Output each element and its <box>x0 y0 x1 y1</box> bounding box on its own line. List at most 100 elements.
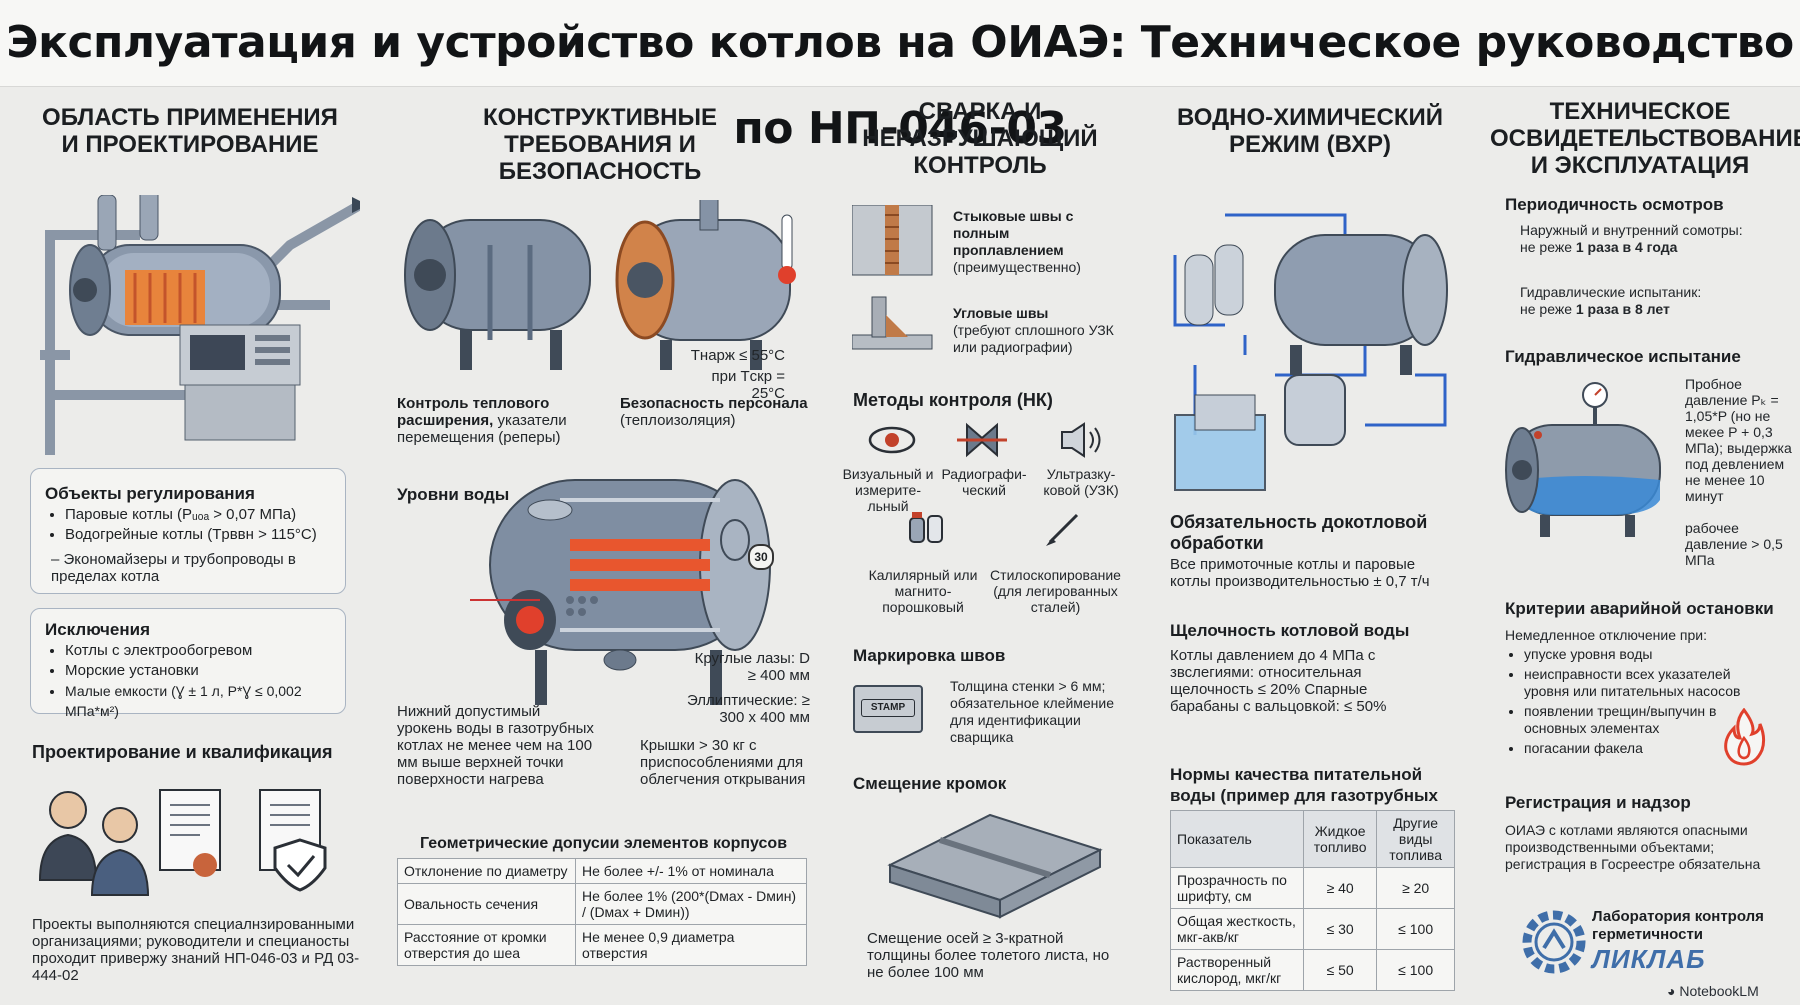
hydrotest-boiler-illustration <box>1505 382 1661 537</box>
periodicity-ext-value: 1 раза в 4 года <box>1575 239 1678 255</box>
personnel-text: (теплоизоляция) <box>620 412 736 429</box>
water-treatment-illustration <box>1173 213 1448 491</box>
regulated-list: Паровые котлы (Pᵤₒₐ > 0,07 МПа) Водогрей… <box>51 505 355 545</box>
alkalinity-text: Котлы давлением до 4 МПа с звслегиями: о… <box>1170 647 1387 715</box>
method-label: Ультразку-ковой (УЗК) <box>1043 466 1119 498</box>
styloscopy-icon <box>1046 513 1079 546</box>
visual-inspection-icon <box>868 426 916 454</box>
expansion-bold: Контроль теплового расширения, <box>397 395 550 429</box>
offset-text: Смещение осей ≥ 3-кратной толщины более … <box>867 930 1110 981</box>
engineers-documents-illustration <box>38 789 327 896</box>
pretreatment-title: Обязательность докотловой обработки <box>1170 512 1428 553</box>
notebooklm-brand: ◕ NotebookLM <box>1667 983 1759 999</box>
periodicity-hyd-pre: не реже <box>1520 301 1576 317</box>
col1-heading: ОБЛАСТЬ ПРИМЕНЕНИЯ И ПРОЕКТИРОВАНИЕ <box>42 104 338 158</box>
notebooklm-label: NotebookLM <box>1679 983 1759 999</box>
design-text: Проекты выполняются специалнзированными … <box>32 916 360 984</box>
personnel-bold: Безопасность персонала <box>620 395 808 412</box>
exclusions-card: Исключения Котлы с электрообогревом Морс… <box>30 608 346 719</box>
page-title: Эксплуатация и устройство котлов на ОИАЭ… <box>6 17 1794 154</box>
stamp-label: STAMP <box>861 699 915 717</box>
col4-heading: ВОДНО-ХИМИЧЕСКИЙ РЕЖИМ (ВХР) <box>1176 104 1444 158</box>
hydro-title: Гидравлическое испытание <box>1505 347 1741 366</box>
emergency-title: Критерии аварийной остановки <box>1505 599 1774 618</box>
capillary-icon <box>909 512 943 543</box>
marking-title: Маркировка швов <box>853 646 1006 665</box>
emergency-item: неисправности всех указателей уровня или… <box>1524 666 1759 700</box>
firetube-boiler-cutaway-illustration <box>470 479 771 705</box>
periodicity-hyd-value: 1 раза в 8 лет <box>1575 301 1670 317</box>
regulated-objects-card: Объекты регулирования Паровые котлы (Pᵤₒ… <box>30 468 346 594</box>
table-cell: Овальность сечения <box>397 883 576 925</box>
pretreatment-text: Все примоточные котлы и паровые котлы пр… <box>1170 556 1430 590</box>
butt-bold: Стыковые швы с полным проплавлением <box>953 208 1074 258</box>
table-cell: Отклонение по диаметру <box>397 858 576 884</box>
emergency-intro: Немедленное отключение при: <box>1505 627 1707 643</box>
emergency-item: погасании факела <box>1524 740 1759 757</box>
table-row: Растворенный кислород, мкг/кг≤ 50≤ 100 <box>1170 949 1455 991</box>
regulated-item: Паровые котлы (Pᵤₒₐ > 0,07 МПа) <box>65 505 355 525</box>
col5-heading: ТЕХНИЧЕСКОЕ ОСВИДЕТЕЛЬСТВОВАНИЕ И ЭКСПЛУ… <box>1490 98 1800 179</box>
expansion-note: Контроль теплового расширения, указатели… <box>397 395 587 446</box>
emergency-item: появлении трещин/выпучин в основных элем… <box>1524 703 1759 737</box>
stamp-icon: STAMP <box>853 685 923 733</box>
weight-badge: 30 <box>748 544 774 570</box>
table-cell: Прозрачность по шрифту, см <box>1170 867 1304 909</box>
covers-text: Крышки > 30 кг с приспособлениями для об… <box>640 737 806 788</box>
table-header-row: Показатель Жидкое топливо Другие виды то… <box>1170 810 1455 868</box>
periodicity-ext-value-row: не реже 1 раза в 4 года <box>1520 239 1790 256</box>
weld-joints-illustration <box>852 205 933 350</box>
registration-title: Регистрация и надзор <box>1505 793 1691 812</box>
periodicity-hyd-value-row: не реже 1 раза в 8 лет <box>1520 301 1790 318</box>
emergency-item: упуске уровня воды <box>1524 646 1759 663</box>
method-label: Калилярный или магнито-порошковый <box>868 567 978 615</box>
feed-water-table: Показатель Жидкое топливо Другие виды то… <box>1170 810 1455 991</box>
butt-weld-note: Стыковые швы с полным проплавлением (пре… <box>953 208 1113 276</box>
butt-text: (преимущественно) <box>953 259 1081 275</box>
notebooklm-icon: ◕ <box>1667 983 1680 999</box>
offset-title: Смещение кромок <box>853 774 1007 793</box>
temp-line2: при Tскр = 25°C <box>711 368 785 402</box>
regulated-title: Объекты регулирования <box>45 484 255 503</box>
temp-line1: Tнарж ≤ 55°C <box>690 347 785 364</box>
table-cell: ≥ 40 <box>1302 867 1378 909</box>
personnel-note: Безопасность персонала (теплоизоляция) <box>620 395 810 429</box>
exclusions-list: Котлы с электрообогревом Морские установ… <box>51 641 359 721</box>
fillet-weld-note: Угловые швы (требуют сплошного УЗК или р… <box>953 305 1123 356</box>
method-label: Визуальный и измерите-льный <box>842 466 934 514</box>
lab-line1: Лаборатория контроля <box>1592 908 1764 925</box>
lab-line2: герметичности <box>1592 926 1704 943</box>
marking-text: Толщина стенки > 6 мм; обязательное клей… <box>950 678 1115 745</box>
periodicity-title: Периодичность осмотров <box>1505 195 1724 214</box>
periodicity-ext: Наружный и внутренний сомотры: не реже 1… <box>1520 222 1790 256</box>
table-cell: Общая жесткость, мкг-акв/кг <box>1170 908 1304 950</box>
table-header: Жидкое топливо <box>1302 810 1378 868</box>
table-cell: ≥ 20 <box>1376 867 1455 909</box>
edge-offset-illustration <box>887 813 1103 919</box>
hydro-probe-text: Пробное давление Pₖ = 1,05*P (но не меке… <box>1685 376 1792 504</box>
lab-brand: ЛИКЛАБ <box>1592 944 1706 974</box>
table-cell: ≤ 100 <box>1376 949 1455 991</box>
periodicity-hyd-label: Гидравлические испытаник: <box>1520 284 1702 300</box>
col2-heading: КОНСТРУКТИВНЫЕ ТРЕБОВАНИЯ И БЕЗОПАСНОСТЬ <box>483 104 717 185</box>
water-levels-title: Уровни воды <box>397 485 510 504</box>
exclusions-title: Исключения <box>45 620 151 639</box>
lower-level-text: Нижний допустимый урокень воды в газотру… <box>397 703 594 788</box>
method-label: Радиографи-ческий <box>941 466 1027 498</box>
periodicity-ext-pre: не реже <box>1520 239 1576 255</box>
table-cell: ≤ 50 <box>1302 949 1378 991</box>
table-cell: Не менее 0,9 диаметра отверстия <box>575 924 807 966</box>
table-cell: Не более +/- 1% от номинала <box>575 858 807 884</box>
method-label: Стилоскопирование (для легированных стал… <box>990 567 1121 615</box>
emergency-list: упуске уровня воды неисправности всех ук… <box>1510 646 1759 757</box>
fillet-bold: Угловые швы <box>953 305 1049 321</box>
table-cell: ≤ 30 <box>1302 908 1378 950</box>
fire-icon <box>1724 708 1766 766</box>
exclusions-item: Малые емкости (Ɣ ± 1 л, P*Ɣ ≤ 0,002 МПа*… <box>65 681 359 721</box>
fillet-text: (требуют сплошного УЗК или радиографии) <box>953 322 1114 355</box>
table-header: Другие виды топлива <box>1376 810 1455 868</box>
